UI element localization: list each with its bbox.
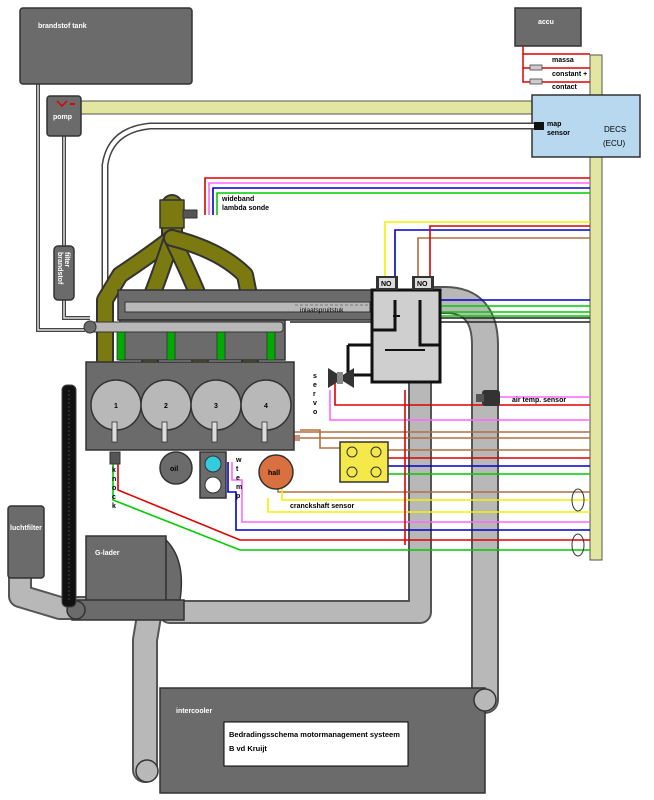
ecu-box: DECS (ECU) map sensor — [531, 94, 641, 158]
throttle-body: NO NO — [346, 276, 442, 384]
hall-sensor: hall — [258, 454, 294, 490]
air-filter-label: luchtfilter — [10, 525, 42, 532]
fuel-tank-label: brandstof tank — [38, 23, 87, 30]
contact-label: contact — [552, 84, 578, 91]
map-sensor-label-2: sensor — [547, 130, 570, 137]
drive-belt — [61, 384, 77, 608]
fuel-filter-label: brandstoffilter — [56, 252, 70, 285]
harness-loop-2 — [571, 533, 585, 557]
fuel-system: brandstof tank pomp brandstoffilter — [19, 7, 193, 332]
valve-no-1: NO — [376, 276, 398, 290]
cylinder-3-label: 3 — [214, 403, 218, 410]
intercooler-label: intercooler — [176, 708, 212, 715]
constant-label: constant + — [552, 71, 587, 78]
cylinder-1-label: 1 — [114, 403, 118, 410]
fuel-tank: brandstof tank — [19, 7, 193, 85]
air-temp-sensor-label: air temp. sensor — [512, 397, 566, 404]
air-temp-sensor: air temp. sensor — [476, 390, 566, 406]
valve-no-2-label: NO — [417, 281, 428, 288]
cylinder-4-label: 4 — [264, 403, 268, 410]
title-line-2: B vd Kruijt — [229, 744, 267, 753]
cylinder-2-label: 2 — [164, 403, 168, 410]
oil-sensor: oil — [159, 451, 193, 485]
crankshaft-sensor-label: cranckshaft sensor — [290, 503, 354, 510]
fuel-filter: brandstoffilter — [53, 245, 75, 301]
oil-label: oil — [170, 466, 178, 473]
intake-manifold-label: inlaatspruitstuk — [300, 307, 344, 314]
coil-pack — [339, 441, 389, 483]
title-box: Bedradingsschema motormanagement systeem… — [223, 721, 409, 767]
harness-loop-1 — [571, 488, 585, 512]
valve-no-2: NO — [412, 276, 434, 290]
ground-label: massa — [552, 57, 574, 64]
wideband-label-2: lambda sonde — [222, 205, 269, 212]
intake-manifold: inlaatspruitstuk — [83, 289, 374, 361]
engine-block: 1 2 3 4 — [85, 361, 295, 451]
ecu-name: DECS — [604, 125, 626, 134]
hall-label: hall — [268, 470, 280, 477]
valve-no-1-label: NO — [381, 281, 392, 288]
title-line-1: Bedradingsschema motormanagement systeem — [229, 730, 400, 739]
battery-label: accu — [538, 19, 554, 26]
map-sensor-label-1: map — [547, 121, 561, 128]
wideband-label-1: wideband — [221, 196, 254, 203]
wire-harness — [74, 54, 603, 561]
air-filter: luchtfilter — [7, 505, 45, 579]
ecu-sub: (ECU) — [603, 139, 626, 148]
intercooler: intercooler — [135, 687, 497, 794]
fuel-pump-label: pomp — [53, 114, 72, 121]
fuel-pump: pomp — [46, 95, 82, 137]
g-charger: G-lader — [66, 535, 185, 621]
g-charger-label: G-lader — [95, 550, 120, 557]
battery: accu massa constant + contact — [514, 7, 590, 91]
